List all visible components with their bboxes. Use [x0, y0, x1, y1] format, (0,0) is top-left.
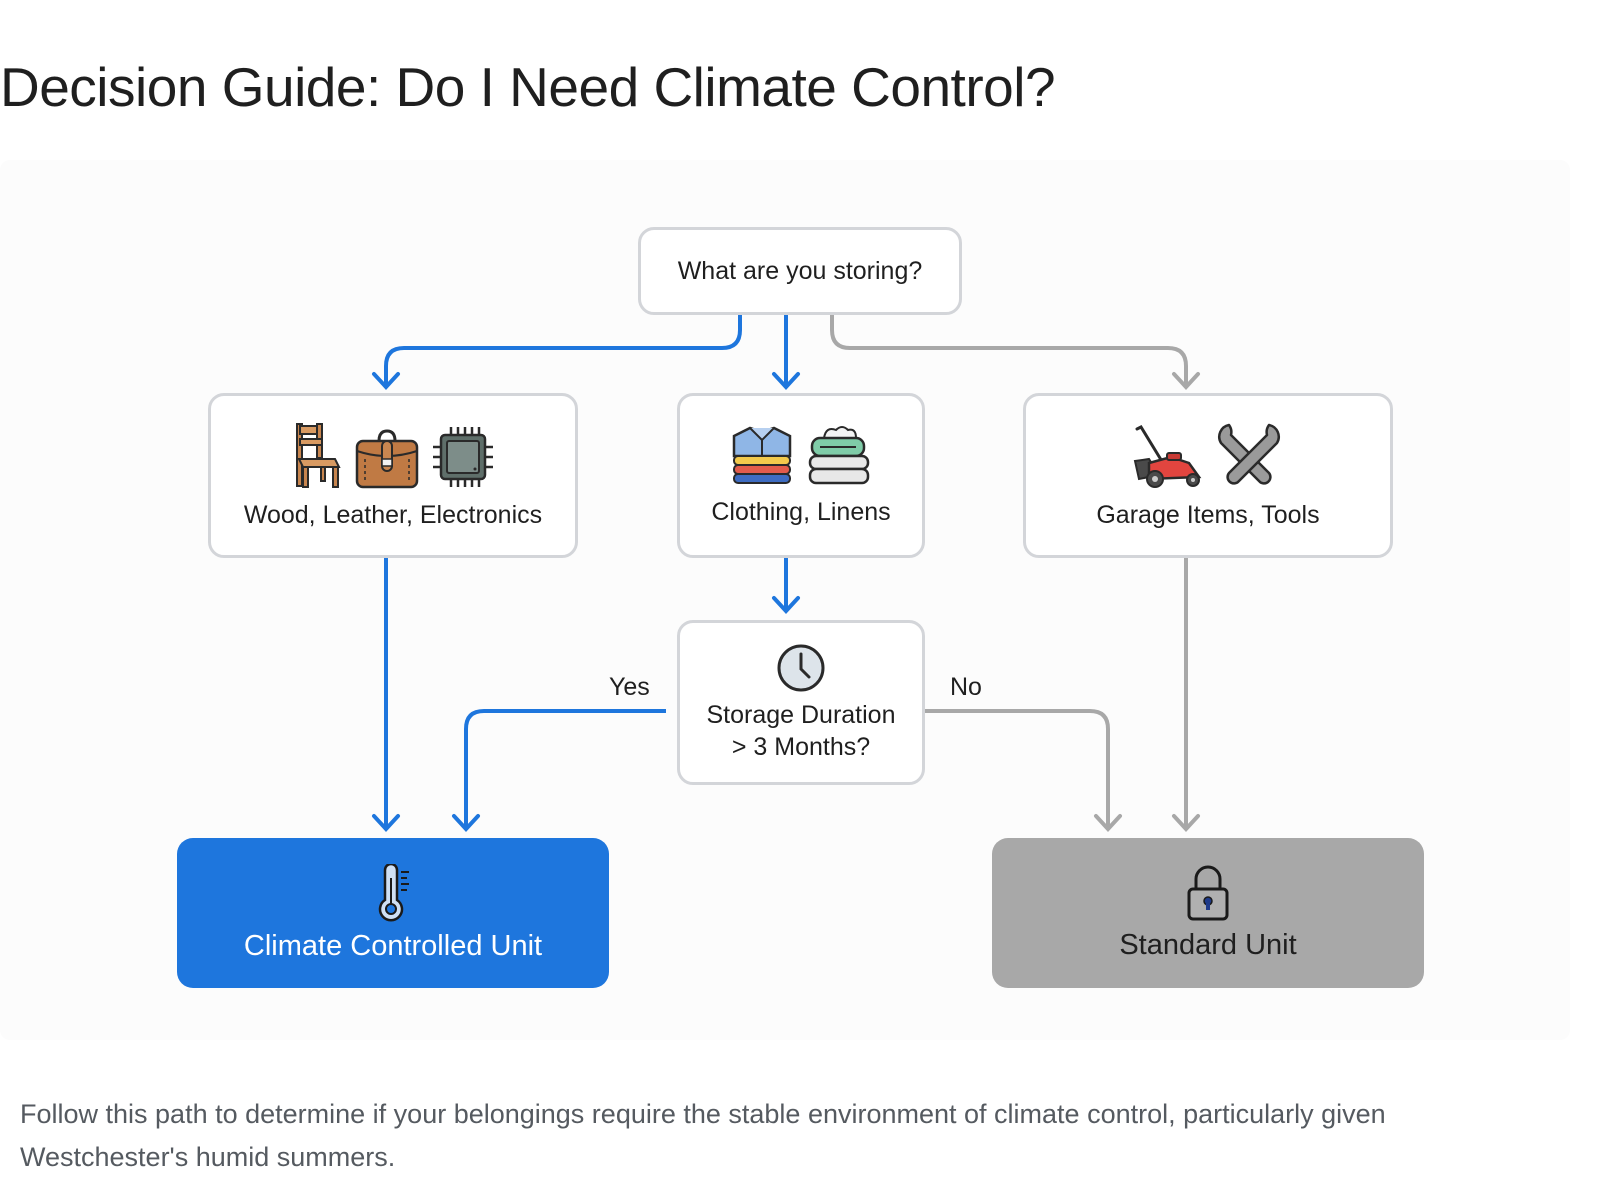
outcome-label: Standard Unit	[1119, 929, 1297, 961]
decision-label-line1: Storage Duration	[706, 700, 896, 729]
category-label: Clothing, Linens	[711, 497, 891, 526]
category-node-clothing-linens: Clothing, Linens	[677, 393, 925, 558]
clock-icon	[777, 644, 825, 691]
category-node-garage-tools: Garage Items, Tools	[1023, 393, 1393, 558]
decision-label-line2: > 3 Months?	[731, 732, 871, 761]
edge-label-yes: Yes	[609, 673, 650, 701]
chair-icon	[296, 422, 341, 488]
start-node: What are you storing?	[638, 227, 962, 315]
padlock-icon	[1187, 865, 1229, 921]
folded-clothes-icon	[732, 426, 792, 484]
start-node-label: What are you storing?	[677, 257, 923, 285]
outcome-standard-unit: Standard Unit	[992, 838, 1424, 988]
outcome-label: Climate Controlled Unit	[243, 930, 543, 962]
category-label: Wood, Leather, Electronics	[243, 500, 543, 529]
thermometer-icon	[378, 864, 409, 922]
edge-label-no: No	[950, 673, 982, 701]
diagram-caption: Follow this path to determine if your be…	[20, 1099, 1386, 1172]
page-title: Decision Guide: Do I Need Climate Contro…	[0, 56, 1056, 118]
crossed-wrenches-icon	[1218, 423, 1280, 485]
lawn-mower-icon	[1133, 424, 1202, 488]
briefcase-icon	[355, 428, 419, 488]
microchip-icon	[433, 426, 493, 487]
outcome-climate-controlled-unit: Climate Controlled Unit	[177, 838, 609, 988]
category-label: Garage Items, Tools	[1096, 500, 1320, 529]
folded-linens-icon	[808, 425, 870, 484]
decision-node-storage-duration: Storage Duration > 3 Months?	[677, 620, 925, 785]
category-node-wood-leather-electronics: Wood, Leather, Electronics	[208, 393, 578, 558]
